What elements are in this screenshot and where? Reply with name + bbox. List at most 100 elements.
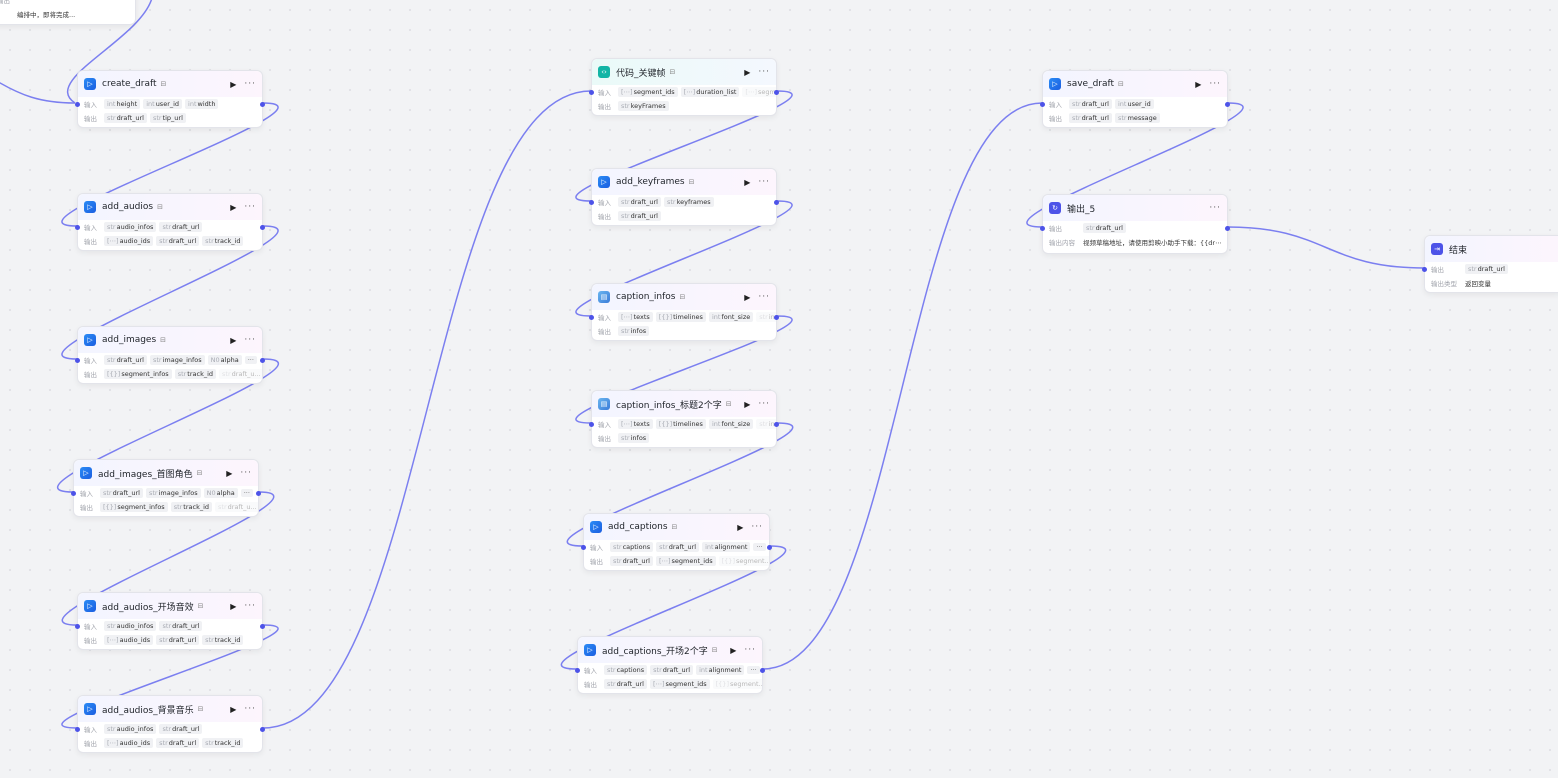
input-port[interactable]: [589, 422, 594, 427]
input-port[interactable]: [589, 90, 594, 95]
input-port[interactable]: [589, 200, 594, 205]
param-type: int: [711, 313, 721, 321]
param-name: alignment: [714, 543, 748, 551]
more-params-button[interactable]: ···: [753, 543, 766, 551]
node-header: ▷create_draft⊟▶···: [78, 71, 262, 97]
input-port[interactable]: [75, 727, 80, 732]
input-port[interactable]: [75, 624, 80, 629]
output-port[interactable]: [256, 491, 261, 496]
more-button[interactable]: ···: [240, 468, 252, 478]
more-button[interactable]: ···: [758, 67, 770, 77]
run-button[interactable]: ▶: [744, 399, 751, 409]
run-button[interactable]: ▶: [230, 704, 237, 714]
output-port[interactable]: [760, 668, 765, 673]
more-button[interactable]: ···: [244, 335, 256, 345]
param-type: str: [1468, 265, 1477, 273]
output-port[interactable]: [260, 624, 265, 629]
run-button[interactable]: ▶: [737, 522, 744, 532]
more-button[interactable]: ···: [758, 292, 770, 302]
node-header: ▷add_captions_开场2个字⊟▶···: [578, 637, 762, 663]
output-port[interactable]: [774, 315, 779, 320]
output-port[interactable]: [1225, 226, 1230, 231]
param-type: str: [621, 212, 630, 220]
run-button[interactable]: ▶: [1195, 79, 1202, 89]
output-port[interactable]: [260, 727, 265, 732]
input-port[interactable]: [75, 102, 80, 107]
input-port[interactable]: [1040, 226, 1045, 231]
more-params-button[interactable]: ···: [240, 489, 253, 497]
node-caption-infos-title[interactable]: ▤caption_infos_标题2个字⊟▶···输入[⋯]texts[{}]t…: [589, 390, 779, 448]
output-port[interactable]: [260, 225, 265, 230]
run-button[interactable]: ▶: [230, 601, 237, 611]
more-button[interactable]: ···: [244, 202, 256, 212]
output-port[interactable]: [774, 422, 779, 427]
param-chip: strdraft_url: [618, 211, 661, 221]
run-button[interactable]: ▶: [744, 292, 751, 302]
row-label: 输入: [598, 199, 611, 207]
run-button[interactable]: ▶: [230, 335, 237, 345]
row-label: 输出: [590, 558, 603, 566]
more-params-button[interactable]: ···: [747, 666, 760, 674]
more-button[interactable]: ···: [244, 601, 256, 611]
more-button[interactable]: ···: [751, 522, 763, 532]
input-port[interactable]: [581, 545, 586, 550]
input-port[interactable]: [575, 668, 580, 673]
more-button[interactable]: ···: [244, 704, 256, 714]
row-label: 输出: [84, 637, 97, 645]
row-label: 输入: [598, 89, 611, 97]
more-button[interactable]: ···: [1209, 79, 1221, 89]
input-port[interactable]: [589, 315, 594, 320]
input-port[interactable]: [71, 491, 76, 496]
edge-output_5-end[interactable]: [1227, 226, 1425, 269]
run-button[interactable]: ▶: [230, 79, 237, 89]
input-port[interactable]: [75, 225, 80, 230]
row-label: 输入: [80, 490, 93, 498]
more-button[interactable]: ···: [758, 177, 770, 187]
output-port[interactable]: [774, 90, 779, 95]
output-port[interactable]: [260, 102, 265, 107]
more-button[interactable]: ···: [744, 645, 756, 655]
output-port[interactable]: [260, 358, 265, 363]
node-caption-infos[interactable]: ▤caption_infos⊟▶···输入[⋯]texts[{}]timelin…: [589, 283, 779, 341]
node-header: ▷add_audios_背景音乐⊟▶···: [78, 696, 262, 722]
run-button[interactable]: ▶: [730, 645, 737, 655]
param-type: str: [613, 557, 622, 565]
more-button[interactable]: ···: [1209, 203, 1221, 213]
run-button[interactable]: ▶: [744, 67, 751, 77]
input-port[interactable]: [1040, 102, 1045, 107]
more-params-button[interactable]: ···: [244, 356, 257, 364]
input-port[interactable]: [75, 358, 80, 363]
param-name: keyFrames: [630, 102, 666, 110]
node-code-keyframes[interactable]: ‹›代码_关键帧⊟▶···输入[⋯]segment_ids[⋯]duration…: [589, 58, 779, 116]
output-port[interactable]: [1225, 102, 1230, 107]
node-prev[interactable]: 输出编排中，即将完成...: [0, 0, 136, 25]
param-chip: intfont_size: [708, 312, 754, 322]
param-name: draft_url: [172, 223, 200, 231]
edge-add_captions_open-save_draft[interactable]: [762, 102, 1043, 670]
run-button[interactable]: ▶: [744, 177, 751, 187]
edge-offscreen-create_draft[interactable]: [0, 80, 76, 104]
input-port[interactable]: [1422, 267, 1427, 272]
edge-add_audios_bgm-code_keyframes[interactable]: [262, 90, 592, 729]
output-port[interactable]: [774, 200, 779, 205]
more-button[interactable]: ···: [244, 79, 256, 89]
run-button[interactable]: ▶: [226, 468, 233, 478]
run-button[interactable]: ▶: [230, 202, 237, 212]
output-port[interactable]: [767, 545, 772, 550]
plugin-icon: ▷: [1049, 78, 1061, 90]
node-title: add_captions_开场2个字: [602, 646, 708, 657]
more-button[interactable]: ···: [758, 399, 770, 409]
node-header: ⇥结束: [1425, 236, 1558, 262]
